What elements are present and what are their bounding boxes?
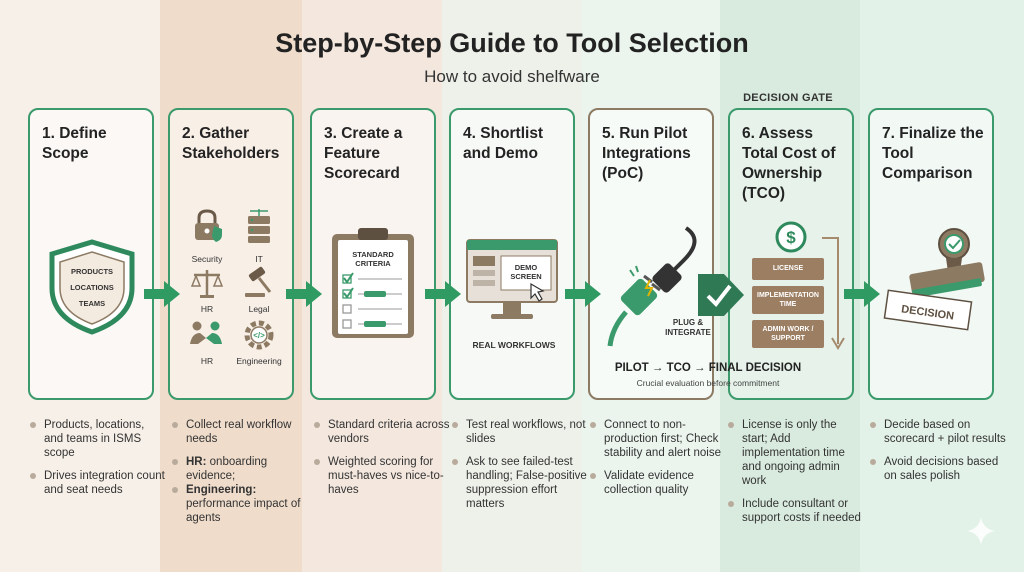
list-item: License is only the start; Add implement… [728, 418, 864, 488]
sparkle-icon [967, 517, 995, 545]
step-7-bullets: Decide based on scorecard + pilot result… [870, 418, 1006, 492]
list-item: Drives integration count and seat needs [30, 469, 166, 497]
shield-label-teams: TEAMS [79, 299, 105, 308]
plug-caption: PLUG & INTEGRATE [665, 318, 711, 337]
icon-label-security: Security [191, 254, 223, 264]
step-title: 3. Create a Feature Scorecard [324, 125, 403, 182]
icon-label-hr-2: HR [200, 356, 214, 366]
step-title: 6. Assess Total Cost of Ownership (TCO) [742, 125, 836, 202]
page-subtitle: How to avoid shelfware [424, 67, 600, 86]
step-card-6: 6. Assess Total Cost of Ownership (TCO) … [728, 108, 854, 400]
step-1-bullets: Products, locations, and teams in ISMS s… [30, 418, 166, 506]
scale-icon [190, 270, 224, 298]
step-5-bullets: Connect to non-production first; Check s… [590, 418, 726, 506]
list-item: Weighted scoring for must-haves vs nice-… [314, 455, 450, 497]
step-title: 4. Shortlist and Demo [463, 125, 544, 162]
bold-label: Engineering: [186, 484, 257, 496]
icon-label-legal: Legal [248, 304, 270, 314]
gavel-icon [245, 266, 272, 297]
plug-icon [607, 226, 697, 347]
step-4-bullets: Test real workflows, not slides Ask to s… [452, 418, 588, 520]
page-title: Step-by-Step Guide to Tool Selection [275, 28, 749, 58]
step-card-1: 1. Define Scope PRODUCTS LOCATIONS TEAMS [28, 108, 154, 400]
arrow-right-icon [844, 281, 880, 307]
gear-code-icon: </> [244, 320, 274, 350]
list-item: Include consultant or support costs if n… [728, 497, 864, 525]
cost-box-license: LICENSE [752, 258, 824, 280]
icon-label-hr-1: HR [200, 304, 214, 314]
svg-text:</>: </> [253, 331, 265, 340]
list-item: Test real workflows, not slides [452, 418, 588, 446]
step-card-2: 2. Gather Stakeholders Security IT HR Le… [168, 108, 294, 400]
demo-caption: REAL WORKFLOWS [472, 340, 556, 350]
decision-gate-label: DECISION GATE [743, 92, 833, 104]
step-title: 7. Finalize the Tool Comparison [882, 125, 984, 182]
arrow-right-icon [425, 281, 461, 307]
list-item: Validate evidence collection quality [590, 469, 726, 497]
step-2-bullets: Collect real workflow needs HR: onboardi… [172, 418, 308, 534]
step-title: 1. Define Scope [42, 125, 107, 162]
list-item: Connect to non-production first; Check s… [590, 418, 726, 460]
dollar-coin-icon: $ [775, 221, 807, 253]
list-item: Avoid decisions based on sales polish [870, 455, 1006, 483]
bold-label: HR: [186, 456, 207, 468]
cost-flow-arrow-icon [822, 237, 845, 350]
arrow-right-icon [144, 281, 180, 307]
list-item: Ask to see failed-test handling; False-p… [452, 455, 588, 511]
step-6-bullets: License is only the start; Add implement… [728, 418, 864, 534]
cost-box-admin: ADMIN WORK / SUPPORT [752, 320, 824, 348]
shield-label-products: PRODUCTS [71, 267, 113, 276]
cost-box-implementation: IMPLEMENTATION TIME [752, 286, 824, 314]
pilot-banner-title: PILOT → TCO → FINAL DECISION [614, 362, 802, 374]
list-item: Engineering: performance impact of agent… [172, 483, 308, 525]
checkmark-gate-arrow-icon [698, 274, 744, 316]
list-item: Standard criteria across vendors [314, 418, 450, 446]
step-title: 2. Gather Stakeholders [182, 125, 280, 162]
step-card-5: 5. Run Pilot Integrations (PoC) PLUG & I… [588, 108, 714, 400]
stamp-icon: DECISION [883, 228, 985, 331]
svg-text:$: $ [786, 228, 796, 247]
bullet-text: performance impact of agents [186, 498, 301, 524]
handshake-icon [190, 321, 222, 344]
icon-label-it: IT [255, 254, 263, 264]
shield-label-locations: LOCATIONS [70, 283, 114, 292]
lock-icon [195, 209, 222, 242]
arrow-right-icon [565, 281, 601, 307]
pilot-banner-subtitle: Crucial evaluation before commitment [636, 378, 780, 388]
list-item: Decide based on scorecard + pilot result… [870, 418, 1006, 446]
server-icon [248, 209, 270, 243]
list-item: Products, locations, and teams in ISMS s… [30, 418, 166, 460]
step-3-bullets: Standard criteria across vendors Weighte… [314, 418, 450, 506]
arrow-right-icon [286, 281, 322, 307]
icon-label-engineering: Engineering [236, 356, 282, 366]
step-card-7: 7. Finalize the Tool Comparison DECISION [868, 108, 994, 400]
list-item: Collect real workflow needs [172, 418, 308, 446]
bullet-text: onboarding evidence; [186, 456, 268, 482]
list-item: HR: onboarding evidence; [172, 455, 308, 483]
step-title: 5. Run Pilot Integrations (PoC) [602, 125, 691, 182]
shield-icon: PRODUCTS LOCATIONS TEAMS [49, 239, 135, 335]
